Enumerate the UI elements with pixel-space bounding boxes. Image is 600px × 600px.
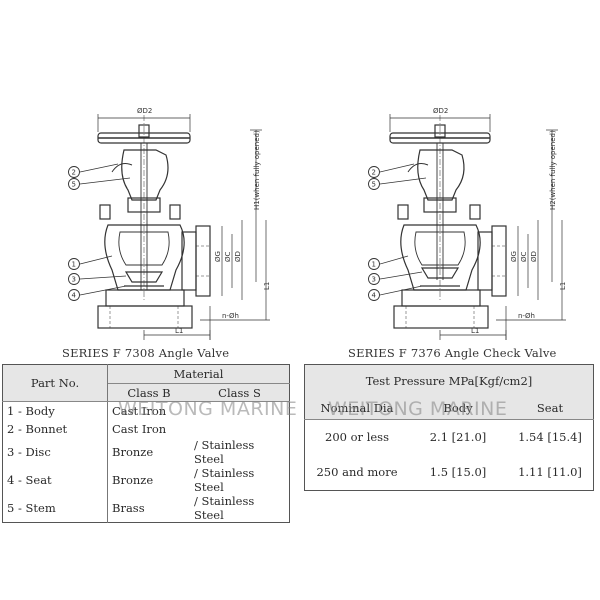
part-cell: 1 - Body [2, 401, 108, 420]
class-b-cell: Bronze [112, 444, 154, 459]
header-test-pressure: Test Pressure MPa[Kgf/cm2] [365, 374, 533, 389]
right-callout-1: 1 [372, 261, 376, 269]
body-cell: 1.5 [15.0] [429, 465, 487, 480]
table-row: 2 - Bonnet Cast Iron [2, 419, 290, 438]
left-callout-5: 5 [72, 181, 76, 189]
parts-material-table: Part No. Material Class B Class S 1 - Bo… [2, 364, 290, 523]
right-dim-d: ØD [530, 251, 538, 262]
right-dim-l1: L1 [559, 282, 567, 290]
class-s-cell: / Stainless Steel [194, 465, 255, 494]
left-callout-4: 4 [72, 292, 77, 300]
seat-cell: 1.54 [15.4] [518, 430, 582, 445]
header-class-s: Class S [190, 383, 290, 402]
table-row: 1 - Body Cast Iron [2, 401, 290, 420]
table-row: 200 or less 2.1 [21.0] 1.54 [15.4] [305, 420, 594, 455]
header-part-no: Part No. [2, 364, 108, 402]
class-s-cell [190, 420, 290, 438]
left-dim-d: ØD [234, 251, 242, 262]
part-cell: 2 - Bonnet [2, 419, 108, 438]
table-row: 3 - Disc Bronze / Stainless Steel [2, 437, 290, 466]
right-dim-d2: ØD2 [433, 107, 448, 115]
class-b-cell: Cast Iron [112, 421, 167, 436]
header-nominal-dia: Nominal Dia [304, 397, 409, 420]
right-dim-n: n-Øh [518, 312, 535, 320]
part-cell: 3 - Disc [2, 437, 108, 466]
class-b-cell: Brass [112, 500, 145, 515]
right-dim-c: ØC [520, 251, 528, 262]
part-cell: 4 - Seat [2, 465, 108, 494]
class-s-cell: / Stainless Steel [194, 437, 255, 466]
table-row: 4 - Seat Bronze / Stainless Steel [2, 465, 290, 494]
body-cell: 2.1 [21.0] [429, 430, 487, 445]
right-callout-5: 5 [372, 181, 376, 189]
part-cell: 5 - Stem [2, 493, 108, 522]
dia-cell: 250 and more [316, 465, 398, 480]
left-dim-c: ØC [224, 251, 232, 262]
dia-cell: 200 or less [325, 430, 389, 445]
right-dim-g: ØG [510, 251, 518, 262]
class-b-cell: Bronze [112, 472, 154, 487]
table-row: 5 - Stem Brass / Stainless Steel [2, 493, 290, 522]
left-callout-2: 2 [72, 169, 76, 177]
class-s-cell: / Stainless Steel [194, 493, 255, 522]
left-dim-n: n-Øh [222, 312, 239, 320]
right-callout-3: 3 [372, 276, 376, 284]
left-callout-3: 3 [72, 276, 76, 284]
left-dim-h1: H1(when fully opened) [253, 130, 261, 210]
right-callout-4: 4 [372, 292, 377, 300]
angle-check-valve-drawing [368, 114, 566, 340]
right-valve-caption: SERIES F 7376 Angle Check Valve [348, 346, 557, 360]
header-class-b: Class B [107, 383, 190, 402]
seat-cell: 1.11 [11.0] [518, 465, 582, 480]
right-dim-l: L1 [471, 327, 479, 335]
left-dim-g: ØG [214, 251, 222, 262]
watermark-left: WEITONG MARINE [118, 398, 298, 420]
left-valve-caption: SERIES F 7308 Angle Valve [62, 346, 230, 360]
watermark-right: WEITONG MARINE [328, 398, 508, 420]
header-body: Body [409, 397, 507, 420]
left-dim-l1: L1 [263, 282, 271, 290]
test-pressure-table: Test Pressure MPa[Kgf/cm2] Nominal Dia B… [304, 364, 594, 491]
class-b-cell: Cast Iron [112, 403, 167, 418]
table-row: 250 and more 1.5 [15.0] 1.11 [11.0] [305, 455, 594, 491]
angle-valve-drawing [68, 114, 270, 340]
header-material: Material [107, 364, 290, 384]
valve-drawings: ØD2 H1(when fully opened) ØG ØC ØD L1 n-… [68, 107, 567, 340]
header-seat: Seat [507, 397, 594, 420]
left-dim-d2: ØD2 [137, 107, 152, 115]
right-dim-h2: H2(when fully opened) [549, 130, 557, 210]
left-dim-l: L1 [175, 327, 183, 335]
right-callout-2: 2 [372, 169, 376, 177]
left-callout-1: 1 [72, 261, 76, 269]
